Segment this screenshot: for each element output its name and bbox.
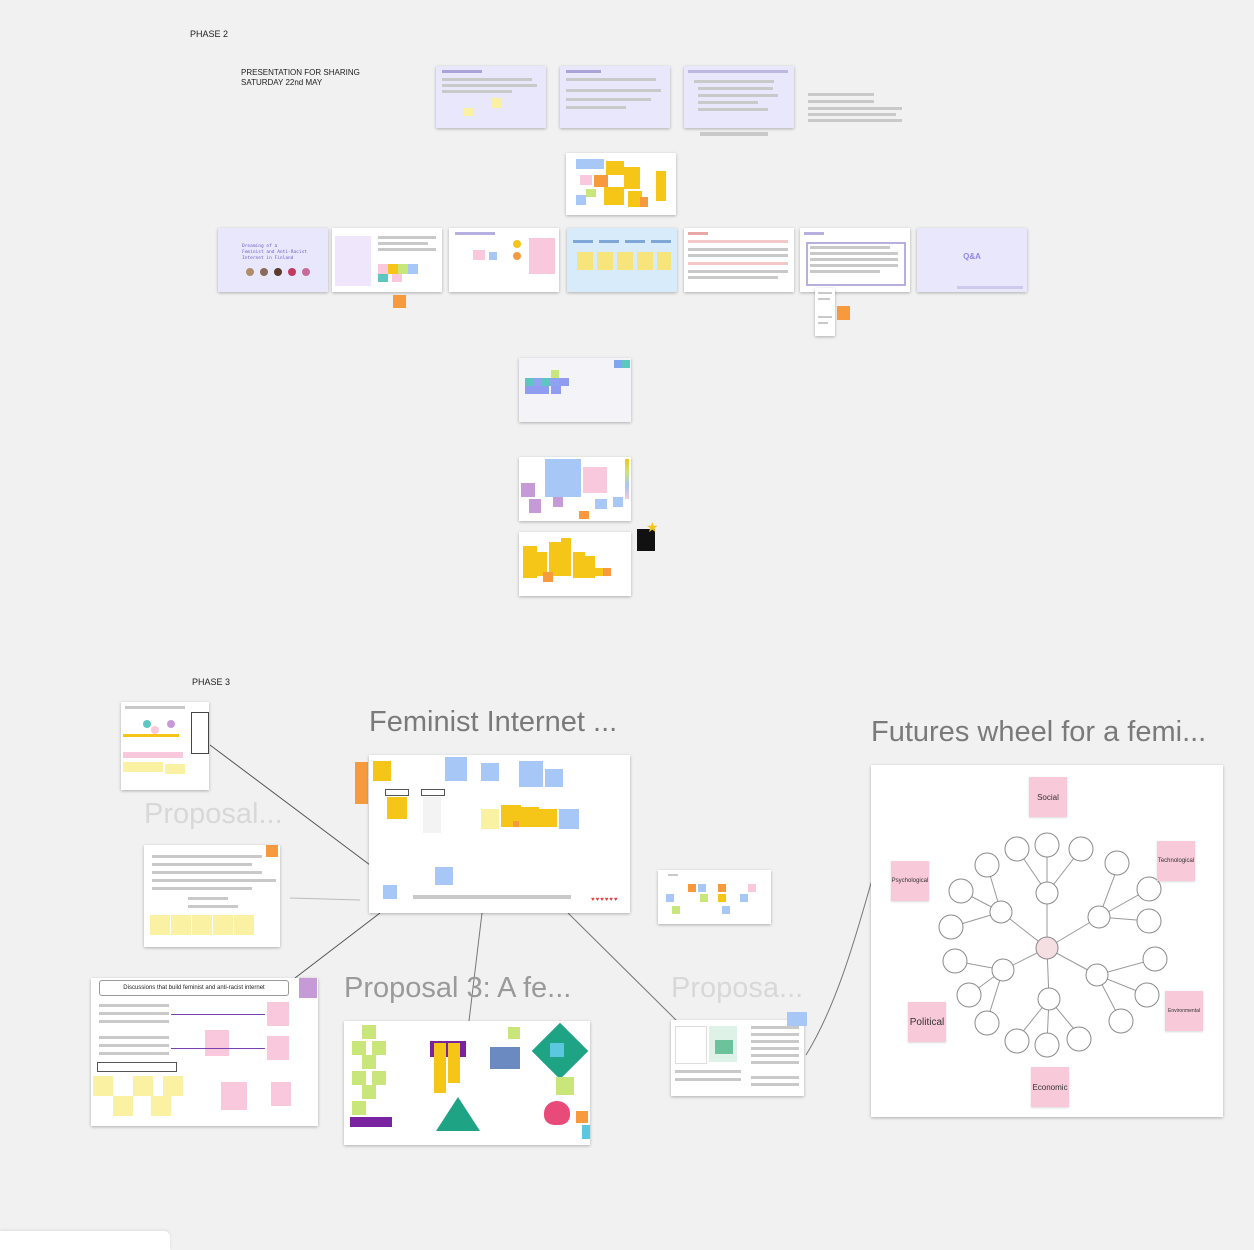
frame-title-feminist-internet[interactable]: Feminist Internet ... [369,706,618,738]
note-technological[interactable]: Technological [1157,841,1195,881]
frame-title-proposal-a[interactable]: Proposal... [144,798,283,830]
slide-6[interactable] [800,228,910,292]
frame-title-proposal-3[interactable]: Proposal 3: A fe... [344,972,572,1004]
octopus-icon [544,1101,570,1125]
slide-title-line3: Internet in Finland [242,256,294,261]
slide-title[interactable]: Dreaming of a Feminist and Anti-Racist I… [218,228,328,292]
frame-intro-3[interactable] [684,66,794,128]
frame-proposal-3[interactable] [344,1021,590,1145]
note-social[interactable]: Social [1029,777,1067,817]
qa-title: Q&A [963,252,981,261]
caption-bar [700,132,768,136]
frame-futures-wheel[interactable]: Social Technological Psychological Polit… [871,765,1223,1117]
frame-proposal-a[interactable] [144,845,280,947]
star-icon: ★ [646,519,659,535]
text-block-line [808,93,874,96]
sticky-note-orange[interactable] [393,295,406,308]
frame-blue-cluster[interactable] [519,358,631,422]
slide-2[interactable] [332,228,442,292]
frame-small-grid[interactable] [658,870,771,924]
frame-intro-2[interactable] [560,66,670,128]
note-psychological[interactable]: Psychological [891,861,929,901]
sticky-note-orange[interactable] [837,306,850,320]
sticky-note-orange[interactable] [355,762,368,804]
comment-thread[interactable] [815,288,835,336]
text-block-line [808,100,874,103]
slide-4[interactable] [567,228,677,292]
frame-title-proposal-b[interactable]: Proposa... [671,972,804,1004]
slide-title-line2: Feminist and Anti-Racist [242,250,308,255]
presentation-line2: SATURDAY 22nd MAY [241,78,323,87]
note-political[interactable]: Political [908,1002,946,1042]
futures-wheel-diagram [938,832,1168,1058]
phase3-label: PHASE 3 [192,677,231,687]
note-environmental[interactable]: Environmental [1165,991,1203,1031]
heart-icon: ♥♥♥♥♥♥ [591,897,619,903]
frame-intro-1[interactable] [436,66,546,128]
slide-5[interactable] [684,228,794,292]
frame-yellow-cluster[interactable] [519,532,631,596]
bottom-toolbar[interactable] [0,1231,170,1250]
text-block-line [808,107,902,110]
frame-phase3-overview[interactable] [121,702,209,790]
frame-blue-pink[interactable] [519,457,631,521]
frame-sticky-cluster[interactable] [566,153,676,215]
text-block-line [808,113,896,116]
note-economic[interactable]: Economic [1031,1067,1069,1107]
discussions-banner: Discussions that build feminist and anti… [99,980,289,996]
dark-image-card[interactable] [637,529,655,551]
phase2-label: PHASE 2 [190,29,229,39]
star-shape [436,1097,480,1131]
frame-discussions[interactable]: Discussions that build feminist and anti… [91,978,318,1126]
presentation-line1: PRESENTATION FOR SHARING [241,68,360,77]
slide-3[interactable] [449,228,559,292]
text-block-line [808,119,902,122]
slide-qa[interactable]: Q&A [917,228,1027,292]
frame-proposal-b[interactable] [671,1012,807,1096]
frame-title-futures-wheel[interactable]: Futures wheel for a femi... [871,716,1207,748]
frame-feminist-internet[interactable]: ♥♥♥♥♥♥ [369,755,630,913]
slide-title-line1: Dreaming of a [242,244,278,249]
